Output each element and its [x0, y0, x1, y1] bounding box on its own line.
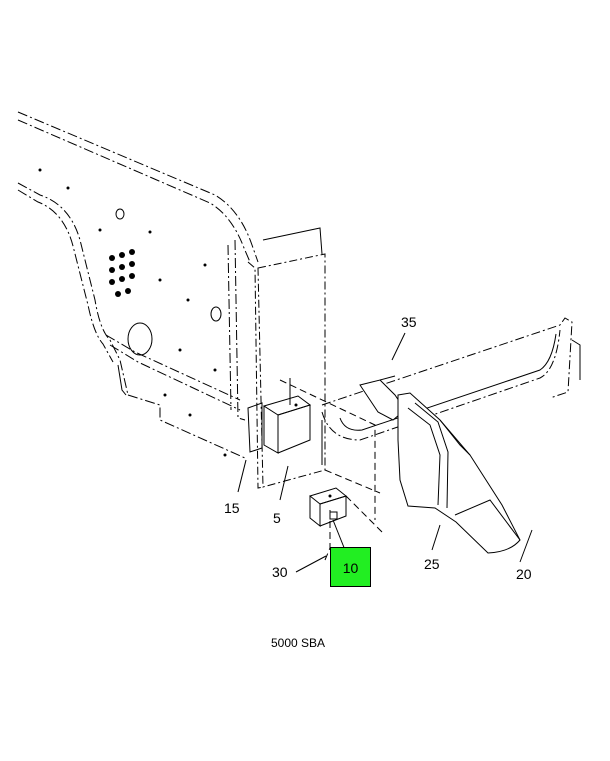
frame-rail-panel — [17, 111, 259, 459]
callout-10[interactable]: 10 — [342, 560, 359, 576]
leader-30 — [295, 555, 327, 573]
diagram-caption: 5000 SBA — [271, 636, 326, 650]
construction-lines — [279, 379, 383, 561]
callout-30[interactable]: 30 — [272, 564, 288, 580]
leader-25 — [431, 524, 441, 551]
leader-15 — [237, 459, 247, 493]
leader-5 — [279, 465, 289, 501]
cab-side-rail — [321, 317, 581, 465]
bracket-assembly — [247, 378, 312, 454]
leader-35 — [391, 332, 406, 361]
callout-35[interactable]: 35 — [401, 314, 417, 330]
leader-10 — [332, 519, 346, 551]
callout-25[interactable]: 25 — [424, 556, 440, 572]
rivet-holes — [38, 168, 332, 498]
callout-20[interactable]: 20 — [516, 566, 532, 582]
boot-part — [359, 379, 521, 554]
callout-5[interactable]: 5 — [273, 510, 281, 526]
callout-15[interactable]: 15 — [224, 500, 240, 516]
leader-20 — [519, 529, 533, 563]
clip-part — [308, 487, 348, 528]
callout-10-highlight — [330, 547, 371, 587]
